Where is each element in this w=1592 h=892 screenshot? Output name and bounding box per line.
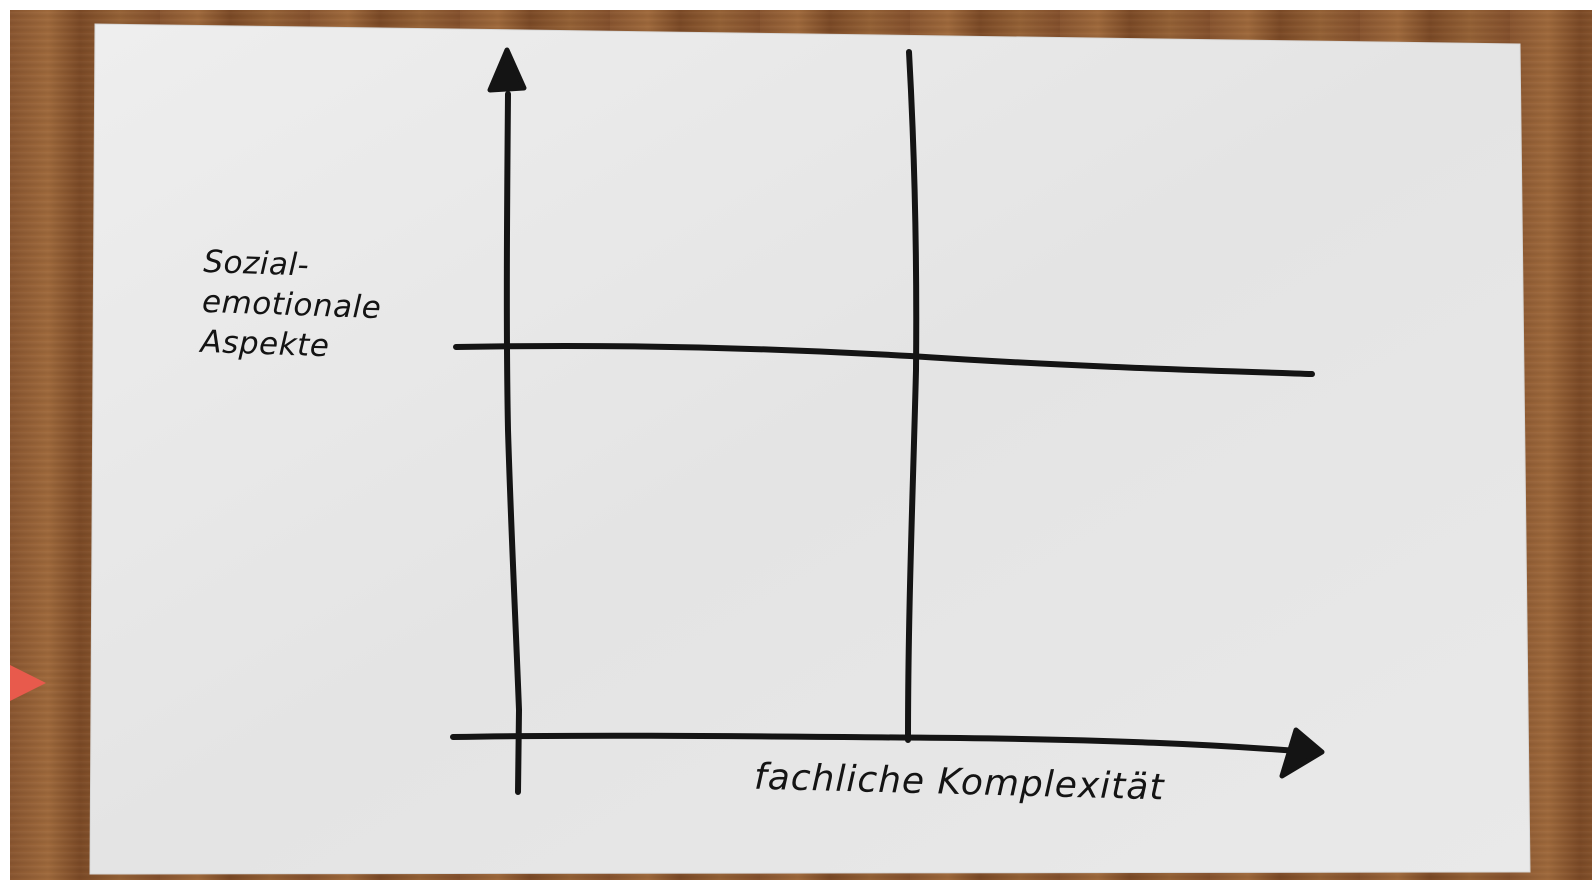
y-axis-label-line: Aspekte <box>200 322 381 368</box>
x-axis-arrowhead-icon <box>1282 730 1322 776</box>
vertical-divider-line <box>908 52 916 740</box>
y-axis-label-line: emotionale <box>201 282 382 328</box>
horizontal-divider-line <box>456 346 1312 374</box>
y-axis-arrowhead-icon <box>490 50 524 90</box>
x-axis-line <box>453 736 1310 752</box>
y-axis-label-line: Sozial- <box>203 242 384 288</box>
y-axis-label: Sozial- emotionale Aspekte <box>200 242 383 368</box>
wooden-table-background: Sozial- emotionale Aspekte fachliche Kom… <box>10 10 1592 880</box>
y-axis-line <box>507 94 519 792</box>
quadrant-diagram <box>10 10 1592 880</box>
